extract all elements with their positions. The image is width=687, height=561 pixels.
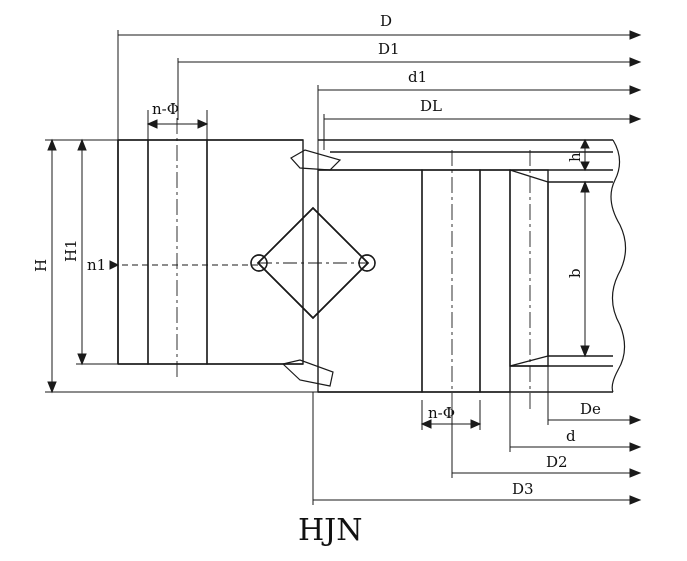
label-H1: H1 (62, 239, 80, 262)
label-D: D (380, 12, 392, 30)
model-title: HJN (298, 513, 362, 548)
label-De: De (580, 400, 601, 418)
inner-ring (317, 169, 549, 393)
label-d: d (566, 427, 576, 445)
label-h: h (566, 152, 584, 162)
label-D3: D3 (512, 480, 534, 498)
left-dimensions (45, 138, 318, 394)
label-n-phi-bottom: n-Φ (428, 404, 455, 422)
outer-ring (117, 139, 304, 365)
center-lines (176, 118, 531, 410)
bottom-dimensions (312, 366, 642, 505)
top-dimensions (117, 30, 642, 170)
label-n-phi-top: n-Φ (152, 100, 179, 118)
label-D2: D2 (546, 453, 568, 471)
seals (281, 149, 342, 387)
label-d1: d1 (408, 68, 427, 86)
gear-rim (318, 139, 627, 393)
label-DL: DL (420, 97, 442, 115)
label-H: H (32, 259, 50, 272)
label-n1: n1 (87, 256, 106, 274)
label-D1: D1 (378, 40, 400, 58)
label-b: b (566, 268, 584, 278)
right-internal-dimensions (580, 138, 590, 358)
